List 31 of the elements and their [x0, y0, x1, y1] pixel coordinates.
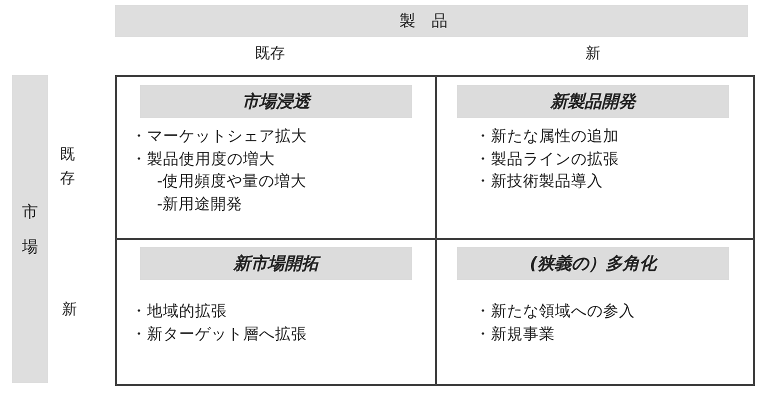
bullet-text: ・新ターゲット層へ拡張: [131, 324, 307, 344]
quadrant-title: (狭義の）多角化: [530, 253, 656, 275]
bullet-text: ・地域的拡張: [131, 301, 227, 322]
quadrant-heading-band: [457, 85, 729, 118]
quadrant-title: 新市場開拓: [234, 252, 318, 275]
bullet-text: ・新たな属性の追加: [475, 126, 619, 147]
quadrant-heading-band: [140, 247, 412, 280]
header-text: 製品: [400, 10, 464, 32]
bullet-text: ・新たな領域への参入: [475, 301, 635, 322]
quadrant-heading-band: [457, 247, 729, 280]
header-text: 市場: [22, 200, 38, 258]
quadrant-title: 市場浸透: [242, 91, 310, 113]
bullet-text: ・製品ラインの拡張: [475, 148, 619, 170]
header-band: [12, 75, 48, 383]
column-label: 既存: [254, 44, 286, 63]
sub-bullet-text: -使用頻度や量の増大: [157, 171, 307, 192]
quadrant-cell: [115, 238, 437, 386]
quadrant-title: 新製品開発: [550, 91, 636, 113]
quadrant-cell: [115, 75, 437, 240]
sub-bullet-text: -新用途開発: [157, 194, 243, 214]
header-band: [115, 5, 748, 37]
column-label: 新: [584, 44, 602, 63]
bullet-text: ・新技術製品導入: [475, 171, 603, 192]
quadrant-cell: [435, 238, 755, 386]
row-label: 新: [62, 299, 77, 320]
bullet-text: ・製品使用度の増大: [131, 148, 275, 170]
row-label: 既存: [60, 144, 75, 189]
quadrant-cell: [435, 75, 755, 240]
bullet-text: ・マーケットシェア拡大: [131, 126, 307, 147]
bullet-text: ・新規事業: [475, 324, 555, 344]
quadrant-heading-band: [140, 85, 412, 118]
